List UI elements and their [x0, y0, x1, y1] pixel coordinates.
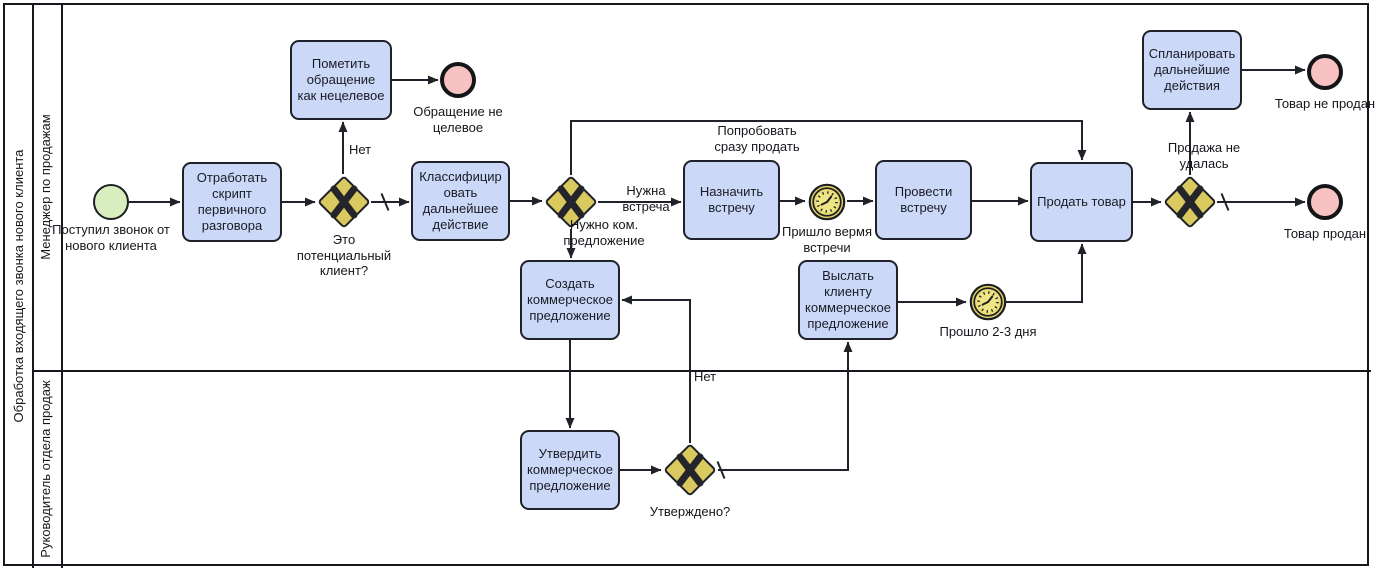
task-label: Отработать скрипт первичного разговора: [196, 170, 268, 233]
end-event-not-sold-label: Товар не продан: [1274, 96, 1376, 111]
task-mark-non-target[interactable]: Пометить обращение как нецелевое: [290, 40, 392, 120]
edge-label-not-approved: Нет: [694, 369, 717, 384]
gateway-potential-client[interactable]: [317, 175, 371, 229]
task-send-offer[interactable]: Выслать клиенту коммерческое предложение: [798, 260, 898, 340]
timer-event-wait-days[interactable]: [968, 282, 1008, 322]
end-event-sold[interactable]: [1307, 184, 1343, 220]
task-label: Классифицировать дальнейшее действие: [419, 169, 502, 232]
edge-label-need-offer: Нужно ком. предложение: [563, 217, 645, 248]
gateway-potential-client-label: Это потенциальный клиент?: [296, 232, 392, 279]
timer-event-meeting[interactable]: [807, 182, 847, 222]
task-approve-offer[interactable]: Утвердить коммерческое предложение: [520, 430, 620, 510]
timer-clock-icon: [808, 183, 846, 221]
edge-label-need-meeting: Нужна встреча: [622, 183, 670, 214]
lane-title-divider: [61, 3, 63, 568]
start-event[interactable]: [93, 184, 129, 220]
timer-clock-icon: [969, 283, 1007, 321]
xor-icon: [557, 185, 585, 219]
task-label: Утвердить коммерческое предложение: [527, 446, 613, 493]
start-event-label: Поступил звонок от нового клиента: [52, 222, 170, 253]
flow-not-approved-loop: [621, 295, 691, 443]
end-event-sold-label: Товар продан: [1283, 226, 1367, 241]
flow-timer-to-sell: [1006, 243, 1087, 303]
gateway-sold[interactable]: [1163, 175, 1217, 229]
gateway-approved[interactable]: [663, 443, 717, 497]
task-label: Пометить обращение как нецелевое: [297, 56, 385, 103]
end-event-non-target[interactable]: [440, 62, 476, 98]
task-classify[interactable]: Классифицировать дальнейшее действие: [411, 161, 510, 241]
task-label: Назначить встречу: [699, 184, 764, 215]
task-schedule-meeting[interactable]: Назначить встречу: [683, 160, 780, 240]
edge-label-no: Нет: [349, 142, 372, 157]
default-flow-slash-3: [716, 461, 726, 479]
pool-title-divider: [32, 3, 34, 568]
task-label: Продать товар: [1037, 194, 1126, 210]
default-flow-slash-2: [1220, 193, 1230, 211]
gateway-approved-label: Утверждено?: [649, 504, 731, 519]
xor-icon: [676, 453, 704, 487]
end-event-non-target-label: Обращение не целевое: [413, 104, 503, 135]
xor-icon: [330, 185, 358, 219]
default-flow-slash-1: [380, 193, 390, 211]
task-script[interactable]: Отработать скрипт первичного разговора: [182, 162, 282, 242]
task-label: Спланировать дальнейшие действия: [1148, 46, 1236, 93]
timer-event-wait-days-label: Прошло 2-3 дня: [939, 324, 1037, 339]
edge-label-try-sell-now: Попробовать сразу продать: [714, 123, 800, 154]
task-create-offer[interactable]: Создать коммерческое предложение: [520, 260, 620, 340]
task-hold-meeting[interactable]: Провести встречу: [875, 160, 972, 240]
pool-border: [3, 3, 1369, 566]
lane-divider: [32, 370, 1371, 372]
task-label: Выслать клиенту коммерческое предложение: [805, 268, 891, 331]
task-label: Провести встречу: [894, 184, 953, 215]
edge-label-sale-failed: Продажа не удалась: [1167, 140, 1241, 171]
task-plan-next[interactable]: Спланировать дальнейшие действия: [1142, 30, 1242, 110]
gateway-next-action[interactable]: [544, 175, 598, 229]
flow-try-sell-now: [570, 120, 1087, 175]
xor-icon: [1176, 185, 1204, 219]
end-event-not-sold[interactable]: [1307, 54, 1343, 90]
timer-event-meeting-label: Пришло вермя встречи: [781, 224, 873, 255]
flow-approved-to-send: [718, 341, 853, 471]
task-label: Создать коммерческое предложение: [527, 276, 613, 323]
task-sell[interactable]: Продать товар: [1030, 162, 1133, 242]
